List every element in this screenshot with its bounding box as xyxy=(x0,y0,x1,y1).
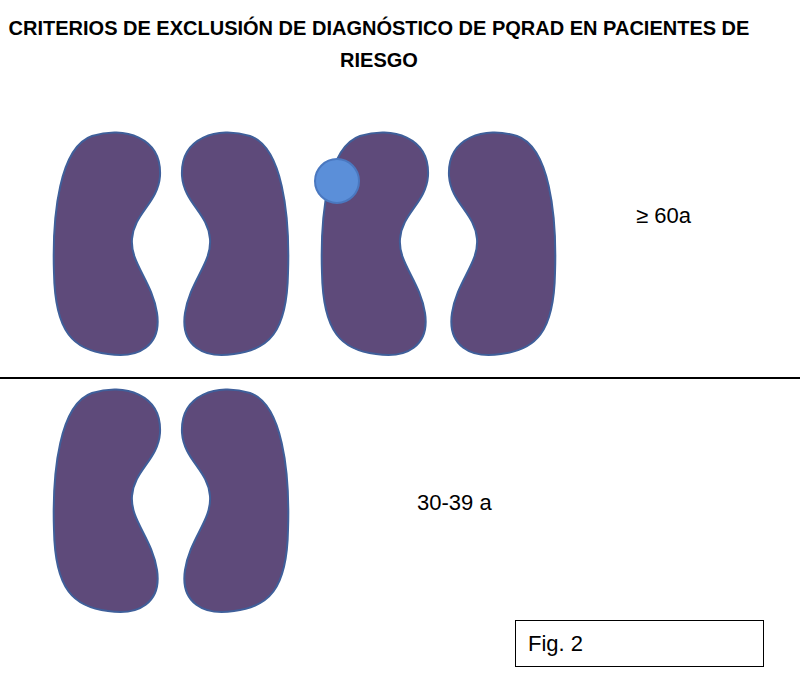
kidney xyxy=(54,390,160,613)
figure-box: Fig. 2 xyxy=(515,620,764,667)
kidney xyxy=(182,390,288,613)
age-label: 30-39 a xyxy=(417,490,492,516)
divider-line xyxy=(0,377,800,379)
kidney xyxy=(54,133,160,356)
title: CRITERIOS DE EXCLUSIÓN DE DIAGNÓSTICO DE… xyxy=(4,12,754,76)
figure-number: Fig. 2 xyxy=(528,631,583,657)
age-label: ≥ 60a xyxy=(636,203,691,229)
cyst xyxy=(315,159,359,203)
kidney xyxy=(449,133,555,356)
kidney xyxy=(182,133,288,356)
